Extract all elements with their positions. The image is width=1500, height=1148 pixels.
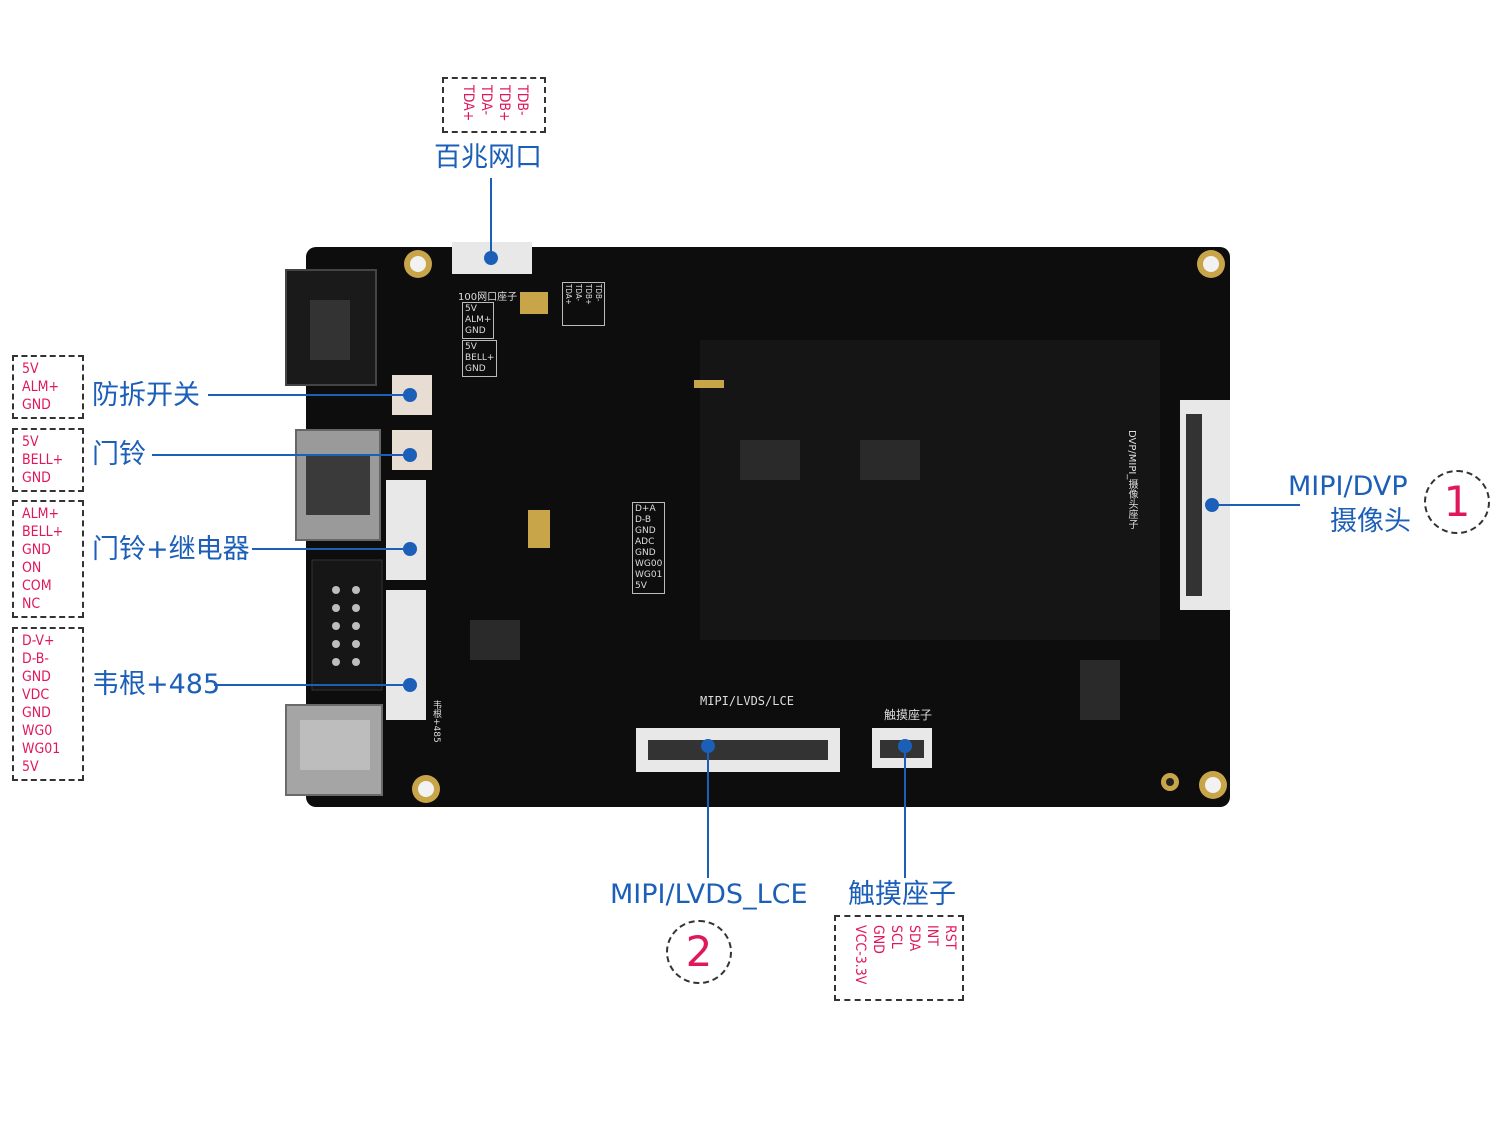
wiegand-pin: 5V: [22, 759, 39, 775]
tamper-label: 防拆开关: [92, 380, 200, 411]
touch-pin: VCC-3.3V: [852, 925, 868, 985]
rj-connector-slot: [310, 300, 350, 360]
leader-dots: [403, 251, 1219, 753]
camera-label-line2: 摄像头: [1330, 506, 1411, 537]
wiegand-label: 韦根+485: [92, 669, 221, 700]
chip-3: [470, 620, 520, 660]
touch-pin-box: RST INT SDA SCL GND VCC-3.3V: [834, 915, 964, 1001]
relay-pin: NC: [22, 596, 41, 612]
ethernet-pin: TDB-: [514, 85, 530, 116]
silk-touch-label: 触摸座子: [884, 708, 933, 722]
silk-pins-a: 5V ALM+ GND: [462, 302, 495, 339]
silk-pin: D+A: [635, 504, 656, 514]
pcb-inner-area: [700, 340, 1160, 640]
pin-header-block: [311, 559, 383, 691]
camera-label-line1: MIPI/DVP: [1288, 471, 1408, 502]
lcd-label: MIPI/LVDS_LCE: [610, 879, 808, 910]
wiegand-pin-box: D-V+ D-B- GND VDC GND WG0 WG01 5V: [12, 627, 84, 781]
lcd-number-badge: 2: [666, 920, 732, 984]
bell-pin: 5V: [22, 434, 39, 450]
silk-ethernet-label: 100网口座子: [458, 292, 518, 303]
ethernet-pin: TDA-: [478, 85, 494, 115]
mount-hole-br-inner: [1205, 777, 1221, 793]
silk-pin: GND: [465, 364, 486, 374]
silk-pin: 5V: [465, 342, 477, 352]
touch-pin: GND: [870, 925, 886, 954]
jst-wiegand: [386, 590, 426, 720]
jst-relay: [386, 480, 426, 580]
silk-pins-d: TDB- TDB+ TDA- TDA+: [562, 282, 605, 326]
gold-chip: [528, 510, 550, 548]
bell-pin: GND: [22, 470, 51, 486]
touch-pin: SDA: [906, 925, 922, 952]
camera-number-badge: 1: [1424, 470, 1490, 534]
touch-pin: SCL: [888, 925, 904, 949]
ethernet-pin: TDA+: [460, 85, 476, 122]
silk-pin: TDB-: [594, 284, 603, 302]
usb-connector-1-inner: [306, 455, 370, 515]
silk-pin: ADC: [635, 537, 655, 547]
mount-hole-tr-inner: [1203, 256, 1219, 272]
relay-pin: COM: [22, 578, 52, 594]
wiegand-pin: GND: [22, 705, 51, 721]
relay-label: 门铃+继电器: [92, 534, 250, 565]
tamper-pin: ALM+: [22, 379, 60, 395]
usb-connector-2-inner: [300, 720, 370, 770]
tamper-pin-box: 5V ALM+ GND: [12, 355, 84, 419]
silk-camera-label: DVP/MIPI_摄像头座子: [1126, 430, 1137, 530]
relay-pin: BELL+: [22, 524, 64, 540]
fpc-lcd-slot: [648, 740, 828, 760]
silk-pin: WG01: [635, 570, 663, 580]
silk-pin: 5V: [465, 304, 477, 314]
silk-pin: BELL+: [465, 353, 495, 363]
silk-pin: WG00: [635, 559, 663, 569]
wiegand-pin: D-B-: [22, 651, 49, 667]
wiegand-pin: VDC: [22, 687, 50, 703]
touch-pin: INT: [924, 925, 940, 946]
relay-pin: GND: [22, 542, 51, 558]
ethernet-pin-box: TDB- TDB+ TDA- TDA+: [442, 77, 546, 133]
silk-pin: GND: [635, 548, 656, 558]
silk-pin: TDA+: [564, 284, 573, 305]
tamper-pin: GND: [22, 397, 51, 413]
wiegand-pin: GND: [22, 669, 51, 685]
relay-pin: ALM+: [22, 506, 60, 522]
silk-pins-c: D+A D-B GND ADC GND WG00 WG01 5V: [632, 502, 666, 594]
relay-pin: ON: [22, 560, 42, 576]
bell-label: 门铃: [92, 439, 146, 470]
touch-pin: RST: [942, 925, 958, 950]
chip-2: [740, 440, 800, 480]
ethernet-pin: TDB+: [496, 85, 512, 122]
touch-label: 触摸座子: [848, 879, 956, 910]
leader-lines: [152, 178, 1300, 878]
mount-hole-bl-inner: [418, 781, 434, 797]
wiegand-pin: WG01: [22, 741, 61, 757]
bell-pin: BELL+: [22, 452, 64, 468]
gold-pad: [520, 292, 548, 314]
antenna-connector-inner: [1166, 778, 1174, 786]
fpc-camera-slot: [1186, 414, 1202, 596]
gold-pad-2: [694, 380, 724, 388]
silk-pin: ALM+: [465, 315, 492, 325]
silk-pin: D-B: [635, 515, 652, 525]
silk-pin: TDB+: [584, 284, 593, 305]
bell-pin-box: 5V BELL+ GND: [12, 428, 84, 492]
tamper-pin: 5V: [22, 361, 39, 377]
chip-1: [860, 440, 920, 480]
silk-wiegand-label: 韦根+485: [431, 700, 441, 743]
silk-pin: 5V: [635, 581, 647, 591]
mount-hole-tl-inner: [410, 256, 426, 272]
silk-pin: GND: [635, 526, 656, 536]
pin-header-dots: [332, 586, 360, 666]
ethernet-label: 百兆网口: [434, 142, 542, 173]
relay-pin-box: ALM+ BELL+ GND ON COM NC: [12, 500, 84, 618]
silk-pin: TDA-: [574, 284, 583, 302]
wiegand-pin: WG0: [22, 723, 53, 739]
wiegand-pin: D-V+: [22, 633, 55, 649]
silk-pins-b: 5V BELL+ GND: [462, 340, 498, 377]
silk-lcd-label: MIPI/LVDS/LCE: [700, 694, 794, 708]
silk-pin: GND: [465, 326, 486, 336]
chip-4: [1080, 660, 1120, 720]
